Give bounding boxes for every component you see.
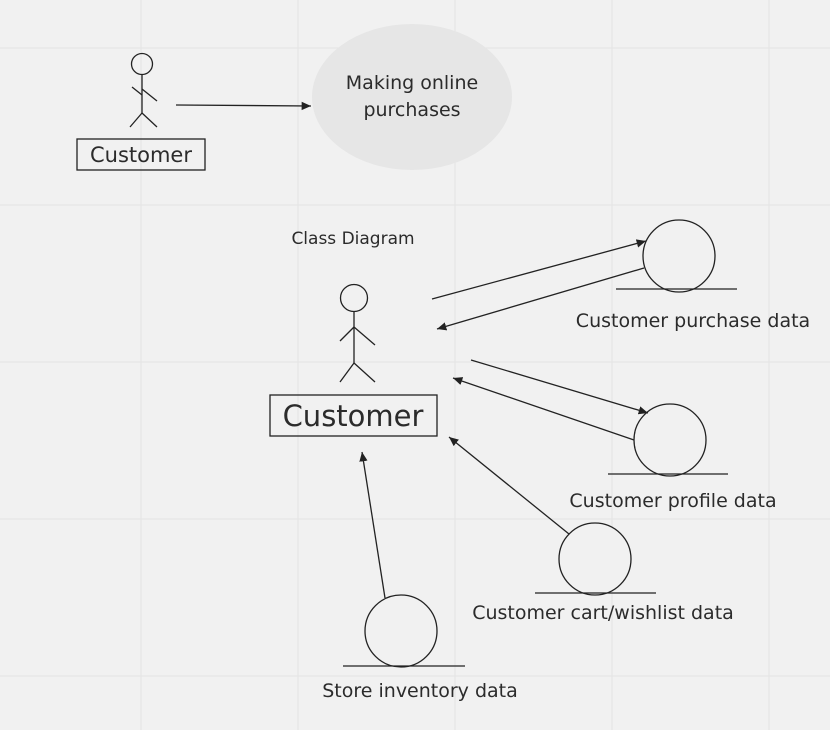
- entity-profile-data: Customer profile data: [569, 403, 777, 512]
- arrow-from-cart-data: [448, 436, 570, 535]
- use-case-label-line-1: Making online: [346, 72, 478, 94]
- entity-inventory-label: Store inventory data: [322, 680, 518, 702]
- entity-profile-label: Customer profile data: [569, 490, 776, 512]
- use-case-association-arrow: [175, 101, 312, 111]
- use-case-ellipse: Making online purchases: [312, 24, 512, 170]
- actor-label: Customer: [90, 143, 192, 167]
- diagram-title: Class Diagram: [291, 229, 414, 249]
- actor-label-box: [269, 394, 438, 437]
- stick-figure-icon: [129, 52, 158, 128]
- entity-cart-label: Customer cart/wishlist data: [472, 602, 734, 624]
- actor-label: Customer: [283, 399, 424, 433]
- entity-inventory-data: Store inventory data: [322, 594, 518, 702]
- arrow-from-inventory-data: [359, 451, 386, 599]
- use-case-actor: Customer: [76, 52, 206, 171]
- entity-purchase-data: Customer purchase data: [576, 219, 810, 332]
- stick-figure-icon: [339, 283, 376, 383]
- use-case-label-line-2: purchases: [363, 99, 460, 121]
- entity-cart-data: Customer cart/wishlist data: [472, 522, 734, 624]
- actor-label-box: [76, 138, 206, 171]
- entity-purchase-label: Customer purchase data: [576, 310, 810, 332]
- arrow-from-profile-data: [452, 377, 635, 441]
- arrow-from-purchase-data: [436, 267, 645, 331]
- class-diagram-actor: Customer: [269, 283, 438, 437]
- arrow-to-purchase-data: [431, 239, 647, 300]
- arrow-to-profile-data: [470, 359, 649, 415]
